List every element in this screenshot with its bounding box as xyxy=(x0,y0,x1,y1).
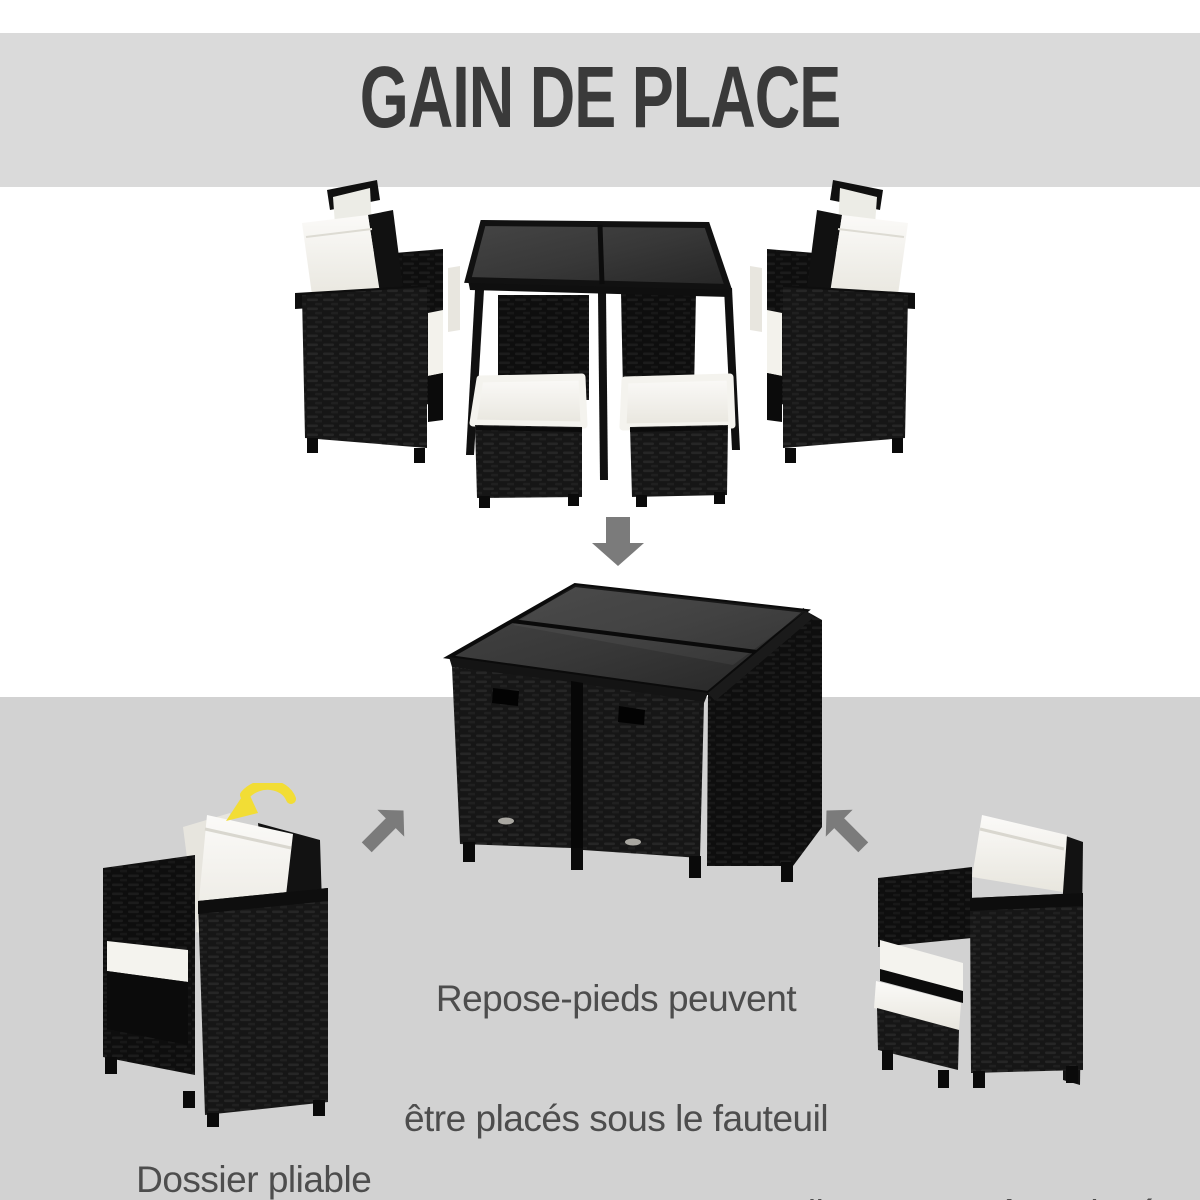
caption-backrest: Dossier pliable xyxy=(97,1117,372,1200)
nested-footstool-chair-photo xyxy=(874,815,1083,1088)
chair-feet xyxy=(882,1050,1078,1088)
caption-armchairs: Fauteuils peuvent être placés sous la ta… xyxy=(665,1109,1200,1200)
armchair-pair-left xyxy=(295,180,460,463)
seat-cushion xyxy=(107,941,188,982)
cube-legs xyxy=(463,842,793,882)
chair-feet xyxy=(105,1057,325,1127)
arrow-down-icon xyxy=(592,517,644,566)
folding-backrest-chair-photo xyxy=(103,783,328,1127)
armrest-panel xyxy=(878,867,972,947)
table-split-seam xyxy=(597,224,605,285)
front-panel xyxy=(198,888,328,1115)
glass-table-top xyxy=(464,219,733,297)
arrow-up-left-icon xyxy=(825,809,869,853)
panel-handle-slot xyxy=(492,688,519,706)
seat-cushion xyxy=(880,940,963,991)
front-panel xyxy=(970,893,1083,1073)
back-cushion xyxy=(972,815,1067,892)
caption-footrests-line1: Repose-pieds peuvent xyxy=(435,978,797,1019)
under-table-boxes xyxy=(498,293,696,400)
stored-footstool-cushion xyxy=(874,981,961,1030)
header-banner: GAIN DE PLACE xyxy=(0,33,1200,187)
table-legs xyxy=(466,288,740,480)
page-title: GAIN DE PLACE xyxy=(359,49,842,147)
compact-cube-photo xyxy=(443,582,822,882)
caption-footrests: Repose-pieds peuvent être placés sous le… xyxy=(376,899,856,1200)
caption-backrest-label: Dossier pliable xyxy=(136,1159,372,1200)
arrow-up-right-icon xyxy=(361,809,405,853)
panel-handle-slot xyxy=(618,706,645,725)
caption-footrests-line2: être placés sous le fauteuil xyxy=(403,1098,829,1139)
cube-front-panels xyxy=(452,667,704,858)
cube-top-seam xyxy=(511,619,758,654)
footstool-left xyxy=(469,373,588,508)
expanded-set-photo xyxy=(295,180,916,508)
caption-armchairs-line1: Fauteuils peuvent être placés xyxy=(665,1193,1200,1200)
stored-footstool-base xyxy=(877,1008,959,1070)
fold-arrow-icon xyxy=(226,783,296,821)
armchair-pair-right xyxy=(749,180,916,464)
footstool-right xyxy=(619,373,736,507)
